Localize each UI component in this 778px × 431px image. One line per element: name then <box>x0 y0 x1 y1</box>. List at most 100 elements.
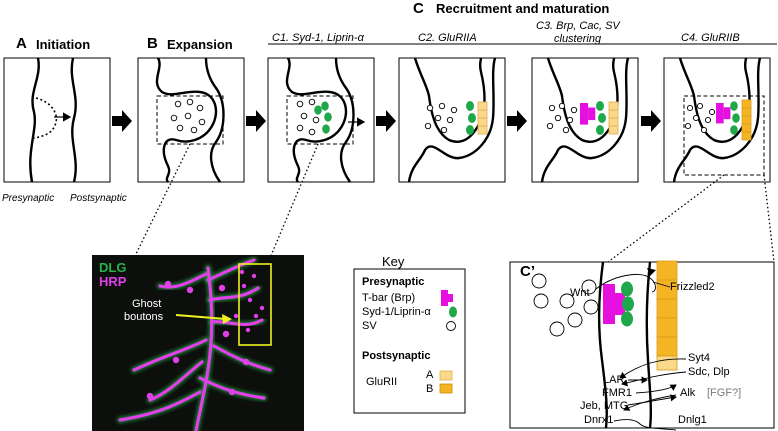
bouton-spot <box>146 392 154 400</box>
presynaptic-bouton <box>678 57 751 143</box>
ghost-bouton-spot <box>241 283 247 289</box>
gluRII-receptor <box>656 260 678 281</box>
key-glu-b-swatch <box>439 383 453 394</box>
stage-c3-title-line2: clustering <box>554 33 602 45</box>
synaptic-vesicle <box>700 126 708 134</box>
micrograph-panel <box>92 255 304 431</box>
frizzled-link <box>652 281 671 288</box>
panel-frame <box>663 57 771 183</box>
gluRII-receptor <box>477 101 488 111</box>
detail-frame <box>509 261 775 429</box>
synaptic-vesicle <box>554 114 562 122</box>
syt4-arrow <box>619 358 687 379</box>
synaptic-vesicle <box>300 112 308 120</box>
stage-c1-title: C1. Syd-1, Liprin-α <box>272 32 364 44</box>
gluRII-receptor <box>608 109 619 119</box>
initial-bulge-dotted <box>33 97 58 139</box>
key-glu-a-swatch <box>439 370 453 381</box>
synaptic-vesicle <box>296 100 304 108</box>
block-arrow <box>641 110 661 132</box>
ghost-bouton-pointer-head <box>222 314 232 324</box>
hrp-stain-branch <box>208 286 260 302</box>
gluRII-receptor <box>656 317 678 338</box>
t-bar-pedestal <box>580 103 589 125</box>
micrograph-hrp-label: HRP <box>99 274 127 289</box>
ghost-bouton-pointer <box>175 314 227 320</box>
detail-presynaptic-membrane <box>597 261 608 429</box>
gluRII-receptor <box>741 99 752 109</box>
synaptic-vesicle <box>176 124 184 132</box>
syd-liprin-cluster <box>466 101 474 111</box>
bouton-spot <box>186 286 194 294</box>
ghost-bouton-spot <box>259 305 265 311</box>
gluRII-receptor <box>741 107 752 117</box>
ghost-bouton-spot <box>253 313 259 319</box>
ghost-bouton-spot <box>251 273 257 279</box>
molecule-wnt: Wnt <box>570 287 590 299</box>
synaptic-vesicle <box>566 116 574 124</box>
key-gluRII-label: GluRII <box>366 376 398 388</box>
panel-c1-syd-liprin <box>267 57 375 183</box>
gluRII-receptor <box>608 125 619 135</box>
bouton-spot <box>222 330 230 338</box>
t-bar-platform <box>723 107 731 120</box>
micrograph-dlg-label: DLG <box>99 260 127 275</box>
syd-liprin-cluster <box>322 124 330 134</box>
block-arrow <box>376 110 396 132</box>
molecule-fmr1: FMR1 <box>602 387 632 399</box>
synaptic-vesicle <box>196 104 204 112</box>
hrp-stain-branch <box>210 318 264 327</box>
molecule-dnrx1: Dnrx1 <box>584 414 614 426</box>
panel-b-letter: B <box>147 35 158 52</box>
synaptic-vesicle <box>440 126 448 134</box>
detail-tbar <box>603 284 625 324</box>
molecule-sdc-dlp: Sdc, Dlp <box>688 366 730 378</box>
key-title: Key <box>382 254 405 269</box>
gluRII-receptor <box>741 115 752 125</box>
bouton-spot <box>164 280 172 288</box>
gluRII-receptor <box>741 123 752 133</box>
synaptic-vesicle <box>190 126 198 134</box>
ghost-bouton-spot <box>239 269 245 275</box>
hrp-stain-branch <box>132 338 208 372</box>
presynaptic-bouton-b <box>155 57 218 183</box>
postsynaptic-side-label: Postsynaptic <box>70 193 127 204</box>
synaptic-vesicle <box>704 116 712 124</box>
fmr1-arrow <box>635 384 677 394</box>
syd-liprin-cluster <box>598 113 606 123</box>
stage-c3-title-line1: C3. Brp, Cac, SV <box>536 20 620 32</box>
panel-c4-gluRIIB <box>663 57 771 183</box>
hrp-stain-branch <box>206 258 256 282</box>
synaptic-vesicle <box>296 124 304 132</box>
bouton-spot <box>228 388 236 396</box>
syd-liprin-cluster <box>596 125 604 135</box>
key-sv-label: SV <box>362 320 377 332</box>
gluRII-receptor <box>656 336 678 357</box>
panel-frame <box>531 57 639 183</box>
molecule-frizzled2: Frizzled2 <box>670 281 715 293</box>
panel-b-expansion <box>137 57 245 183</box>
synaptic-vesicle <box>696 102 704 110</box>
hrp-stain-branch <box>158 272 208 289</box>
panel-frame <box>398 57 506 183</box>
syd-liprin-cluster <box>596 101 604 111</box>
presynaptic-bouton <box>546 57 619 143</box>
syd-liprin-cluster <box>730 125 738 135</box>
synaptic-vesicle <box>546 122 554 130</box>
gluRII-receptor <box>477 125 488 135</box>
synaptic-vesicle <box>559 293 575 309</box>
synaptic-vesicle <box>198 118 206 126</box>
progression-arrows <box>112 110 661 132</box>
hrp-stain-branch <box>212 344 272 372</box>
syd-liprin-cluster <box>314 105 322 115</box>
syd-liprin-cluster <box>468 113 476 123</box>
detail-postsynaptic-membrane <box>645 261 653 429</box>
molecule-alk: Alk <box>680 387 696 399</box>
bouton-spot <box>218 284 226 292</box>
stage-c4-title: C4. GluRIIB <box>681 32 740 44</box>
molecule-syt4: Syt4 <box>688 352 711 364</box>
gluRII-receptor <box>741 131 752 141</box>
gluRII-receptor <box>477 117 488 127</box>
synaptic-vesicle <box>312 116 320 124</box>
synaptic-vesicle <box>170 114 178 122</box>
